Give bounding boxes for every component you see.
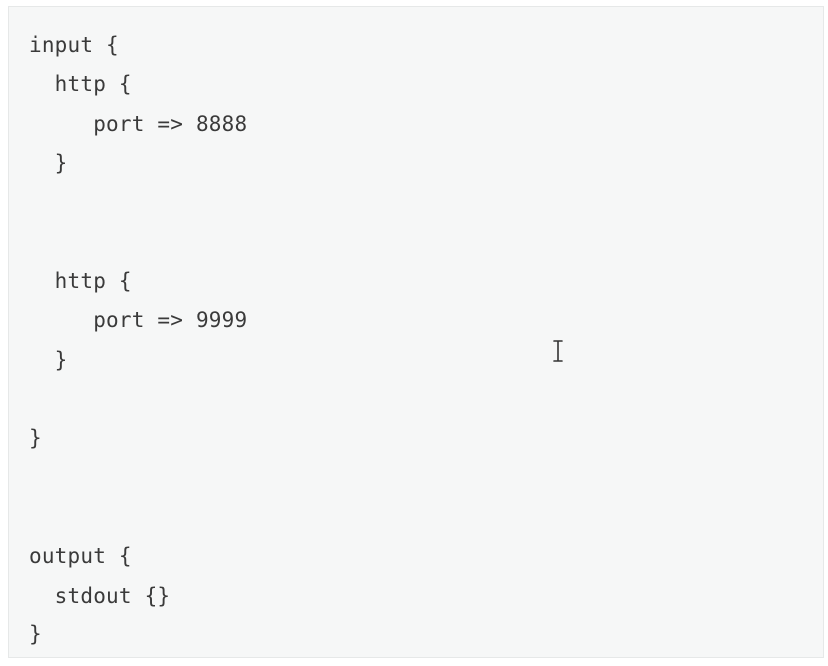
- code-line: }: [29, 348, 68, 372]
- text-cursor-icon: [553, 340, 563, 362]
- code-line: http {: [29, 72, 132, 96]
- code-line: port => 9999: [29, 308, 248, 332]
- code-line: }: [29, 426, 42, 450]
- code-line: }: [29, 151, 68, 175]
- code-line: port => 8888: [29, 112, 248, 136]
- code-line: stdout {}: [29, 584, 171, 608]
- code-line: output {: [29, 544, 132, 568]
- code-line: }: [29, 622, 42, 646]
- code-line: http {: [29, 269, 132, 293]
- code-line: input {: [29, 33, 119, 57]
- code-block[interactable]: input { http { port => 8888 } http { por…: [8, 6, 824, 658]
